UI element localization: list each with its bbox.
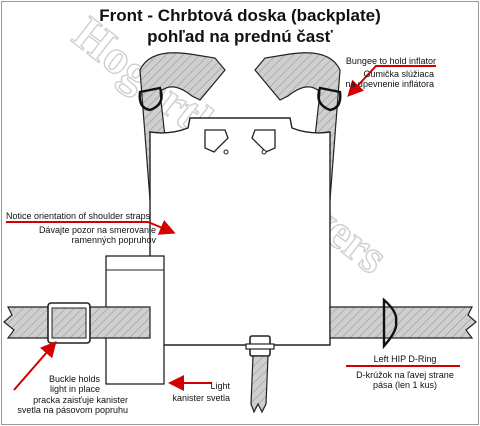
left-shoulder-d-ring [138, 86, 163, 112]
bungee-label-en: Bungee to hold inflator [345, 56, 436, 66]
bungee-label-sk-2: na upevnenie inflátora [345, 79, 434, 89]
left-plate-slot [204, 129, 229, 153]
title-line-1: Front - Chrbtová doska (backplate) [99, 6, 381, 25]
buckle-label-sk-1: pracka zaisťuje kanister [33, 395, 128, 405]
buckle-label-en-1: Buckle holds [48, 374, 100, 384]
plate-hole-right [261, 149, 267, 155]
plate-hole-left [223, 149, 229, 155]
d-ring-label-sk-2: pása (len 1 kus) [372, 380, 438, 390]
buckle-leader-line [13, 340, 57, 391]
bungee-leader-line [347, 65, 436, 97]
buckle-bar [51, 307, 87, 339]
d-ring-label-sk-1: D-krúžok na ľavej strane [356, 370, 454, 380]
right-plate-slot [251, 129, 276, 153]
d-ring-label-en: Left HIP D-Ring [373, 354, 437, 364]
title-line-2: pohľad na prednú časť [147, 27, 333, 46]
light-label-sk: kanister svetla [172, 393, 230, 403]
notice-label-sk-1: Dávajte pozor na smerovanie [38, 225, 156, 235]
notice-label-en: Notice orientation of shoulder straps [6, 211, 151, 221]
backplate [149, 117, 331, 346]
light-label-en: Light [210, 381, 230, 391]
waist-belt-right [329, 306, 477, 339]
crotch-strap [250, 355, 269, 414]
right-shoulder-d-ring [317, 86, 342, 112]
crotch-buckle-bar [245, 343, 275, 350]
left-hip-d-ring [382, 297, 398, 350]
notice-leader-line [6, 220, 176, 235]
notice-label-sk-2: ramenných popruhov [71, 235, 156, 245]
buckle-label-en-2: light in place [49, 384, 100, 394]
bungee-label-sk-1: Gumička slúžiaca [363, 69, 434, 79]
buckle-label-sk-2: svetla na pásovom popruhu [17, 405, 128, 415]
